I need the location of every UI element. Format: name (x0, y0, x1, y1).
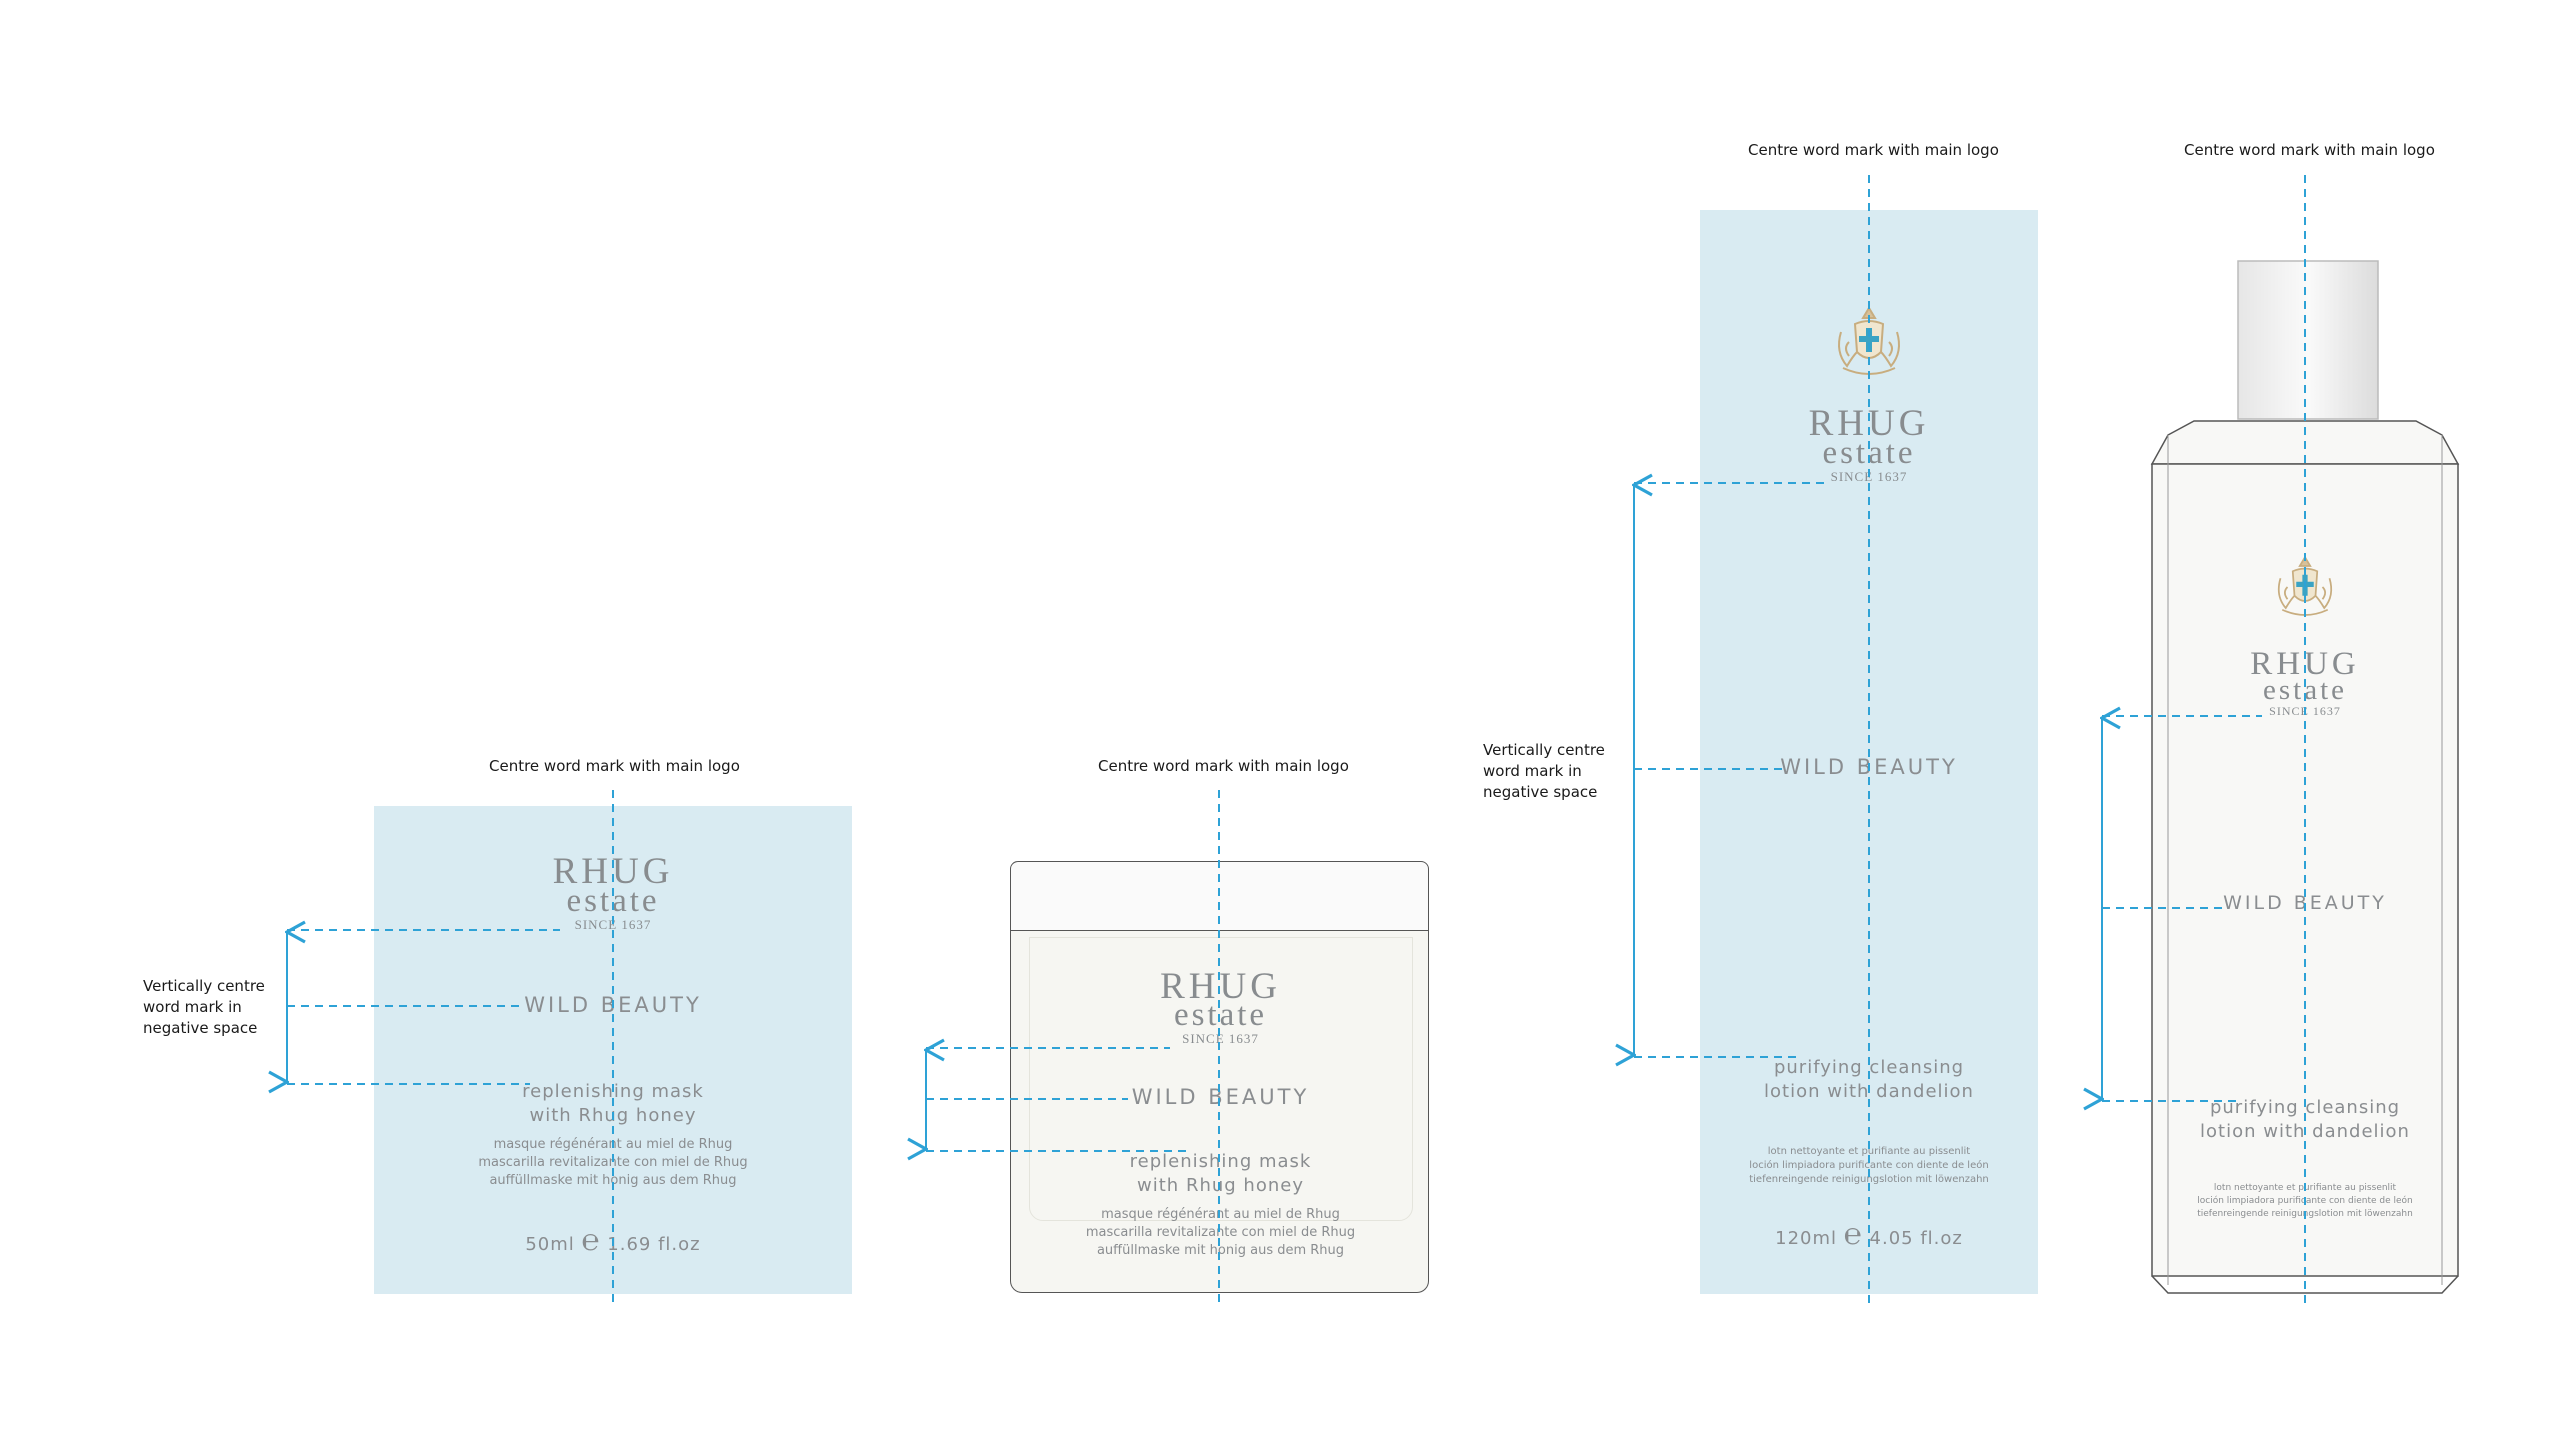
wordmark-rhug: RHUG (2250, 646, 2360, 682)
product-translations: masque régénérant au miel de Rhug mascar… (478, 1137, 748, 1188)
e-mark-icon: ℮ (581, 1224, 601, 1257)
tagline: WILD BEAUTY (2223, 892, 2387, 914)
product-size: 50ml ℮ 1.69 fl.oz (374, 1224, 852, 1258)
product-translations: lotn nettoyante et purifiante au pissenl… (2197, 1183, 2413, 1219)
size-imperial: 1.69 fl.oz (607, 1234, 701, 1255)
jar-inner-label (1029, 937, 1413, 1221)
e-mark-icon: ℮ (1843, 1218, 1863, 1251)
note-mask-jar: Centre word mark with main logo (1098, 757, 1349, 775)
note-mask-box: Centre word mark with main logo (489, 757, 740, 775)
wordmark-estate: estate (1822, 435, 1916, 471)
product-translations: lotn nettoyante et purifiante au pissenl… (1749, 1146, 1989, 1185)
product-name: purifying cleansing lotion with dandelio… (1764, 1057, 1974, 1102)
wordmark-since: SINCE 1637 (574, 917, 652, 932)
product-name: replenishing mask with Rhug honey (1129, 1151, 1312, 1196)
size-metric: 50ml (525, 1234, 575, 1255)
product-size: 120ml ℮ 4.05 fl.oz (1700, 1218, 2038, 1252)
note-lotion-box: Centre word mark with main logo (1748, 141, 1999, 159)
wordmark-estate: estate (2262, 674, 2347, 706)
note-lotion-bottle: Centre word mark with main logo (2184, 141, 2435, 159)
size-metric: 120ml (1775, 1228, 1838, 1249)
tagline: WILD BEAUTY (524, 993, 702, 1017)
size-imperial: 4.05 fl.oz (1869, 1228, 1963, 1249)
wordmark-since: SINCE 1637 (1182, 1031, 1259, 1046)
product-translations: masque régénérant au miel de Rhug mascar… (1085, 1207, 1356, 1258)
wordmark-rhug: RHUG (1808, 403, 1930, 444)
vertical-note-lotion: Vertically centre word mark in negative … (1483, 741, 1605, 801)
product-name: purifying cleansing lotion with dandelio… (2200, 1097, 2410, 1142)
crest-icon (1838, 306, 1900, 375)
vertical-note-mask: Vertically centre word mark in negative … (143, 977, 265, 1037)
bottle-cap (2237, 260, 2379, 420)
tagline: WILD BEAUTY (1780, 755, 1958, 779)
wordmark-rhug: RHUG (552, 851, 674, 892)
wordmark-estate: estate (566, 883, 660, 919)
